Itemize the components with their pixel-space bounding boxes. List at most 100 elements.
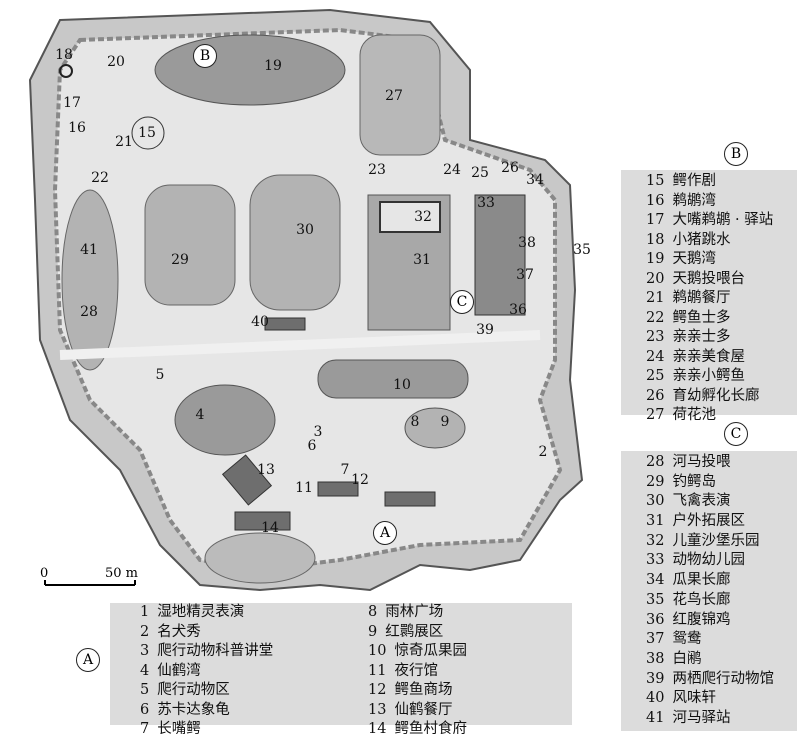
map-label-4[interactable]: 4 [195,407,205,423]
scale-zero: 0 [40,566,49,581]
map-label-21[interactable]: 21 [115,134,133,150]
island-29-pond [144,184,236,306]
legend-item-number: 24 [646,348,665,365]
map-label-7[interactable]: 7 [340,462,350,478]
map-label-13[interactable]: 13 [257,462,275,478]
legend-item-name: 湿地精灵表演 [157,604,245,620]
crocodile-icon-18 [59,64,73,78]
legend-item-number: 8 [368,604,378,620]
legend-item-name: 两栖爬行动物馆 [672,670,774,687]
legend-item-name: 惊奇瓜果园 [394,643,467,659]
map-label-17[interactable]: 17 [63,95,81,111]
map-label-33[interactable]: 33 [477,195,495,211]
map-label-20[interactable]: 20 [107,54,125,70]
map-label-30[interactable]: 30 [296,222,314,238]
map-label-19[interactable]: 19 [264,58,282,74]
map-label-23[interactable]: 23 [368,162,386,178]
map-label-24[interactable]: 24 [443,162,461,178]
map-label-15[interactable]: 15 [138,125,156,141]
bird-show-30 [249,174,341,311]
legend-item-name: 鳄鱼村食府 [394,721,467,734]
map-label-31[interactable]: 31 [413,252,431,268]
map-label-2[interactable]: 2 [538,444,548,460]
map-label-11[interactable]: 11 [295,480,313,496]
legend-item-number: 23 [646,329,665,345]
legend-item-name: 鹈鹕湾 [672,192,716,209]
map-label-22[interactable]: 22 [91,170,109,186]
map-label-3[interactable]: 3 [313,424,323,440]
map-label-18[interactable]: 18 [55,47,73,63]
sandcastle-32 [379,201,441,233]
building-11 [317,481,359,497]
legend-item-number: 33 [646,552,665,569]
map-label-34[interactable]: 34 [526,172,544,188]
legend-item-name: 鹈鹕餐厅 [672,290,731,306]
pond-19 [154,34,346,106]
zone-marker-a: A [373,521,397,545]
legend-item-number: 17 [646,212,665,228]
map-label-41[interactable]: 41 [80,242,98,258]
legend-item-name: 长嘴鳄 [157,721,201,734]
map-label-39[interactable]: 39 [476,322,494,338]
legend-item-number: 3 [140,643,150,659]
ibis-9 [404,407,466,449]
map-label-6[interactable]: 6 [307,438,317,454]
map-label-38[interactable]: 38 [518,235,536,251]
legend-item-name: 亲亲士多 [672,329,731,345]
map-label-10[interactable]: 10 [393,377,411,393]
legend-item-number: 26 [646,387,665,404]
map-label-36[interactable]: 36 [509,302,527,318]
legend-item-number: 13 [368,701,387,718]
legend-item-name: 爬行动物区 [157,682,230,698]
map-label-32[interactable]: 32 [414,209,432,225]
building-15 [131,116,165,150]
map-label-29[interactable]: 29 [171,252,189,268]
legend-item-number: 4 [140,662,150,679]
legend-item-name: 河马投喂 [672,454,731,470]
legend-item: 24 亲亲美食屋 [646,348,773,368]
map-label-26[interactable]: 26 [501,160,519,176]
legend-item-name: 鳄鱼商场 [394,682,453,698]
legend-item: 15 鳄作剧 [646,172,773,192]
scale-fifty: 50 m [105,566,139,581]
legend-item: 10 惊奇瓜果园 [368,642,467,662]
legend-item-name: 瓜果长廊 [672,572,731,589]
map-label-28[interactable]: 28 [80,304,98,320]
zone-marker-b: B [193,44,217,68]
legend-item-number: 15 [646,173,665,189]
map-label-5[interactable]: 5 [155,367,165,383]
legend-item-name: 亲亲美食屋 [672,348,745,365]
legend-item-number: 10 [368,643,387,659]
map-label-16[interactable]: 16 [68,120,86,136]
map-label-35[interactable]: 35 [573,242,591,258]
map-label-27[interactable]: 27 [385,88,403,104]
legend-item-name: 风味轩 [672,690,716,707]
legend-item-number: 25 [646,368,665,384]
map-label-40[interactable]: 40 [251,314,269,330]
legend-item-number: 5 [140,682,150,698]
map-label-37[interactable]: 37 [516,267,534,283]
legend-item-name: 鳄作剧 [672,173,716,189]
map-label-12[interactable]: 12 [351,472,369,488]
map-label-25[interactable]: 25 [471,165,489,181]
map-label-14[interactable]: 14 [261,520,279,536]
building-14 [234,511,291,531]
building-33 [474,194,526,316]
legend-item-number: 29 [646,473,665,490]
map-label-9[interactable]: 9 [440,414,450,430]
map-label-8[interactable]: 8 [410,414,420,430]
